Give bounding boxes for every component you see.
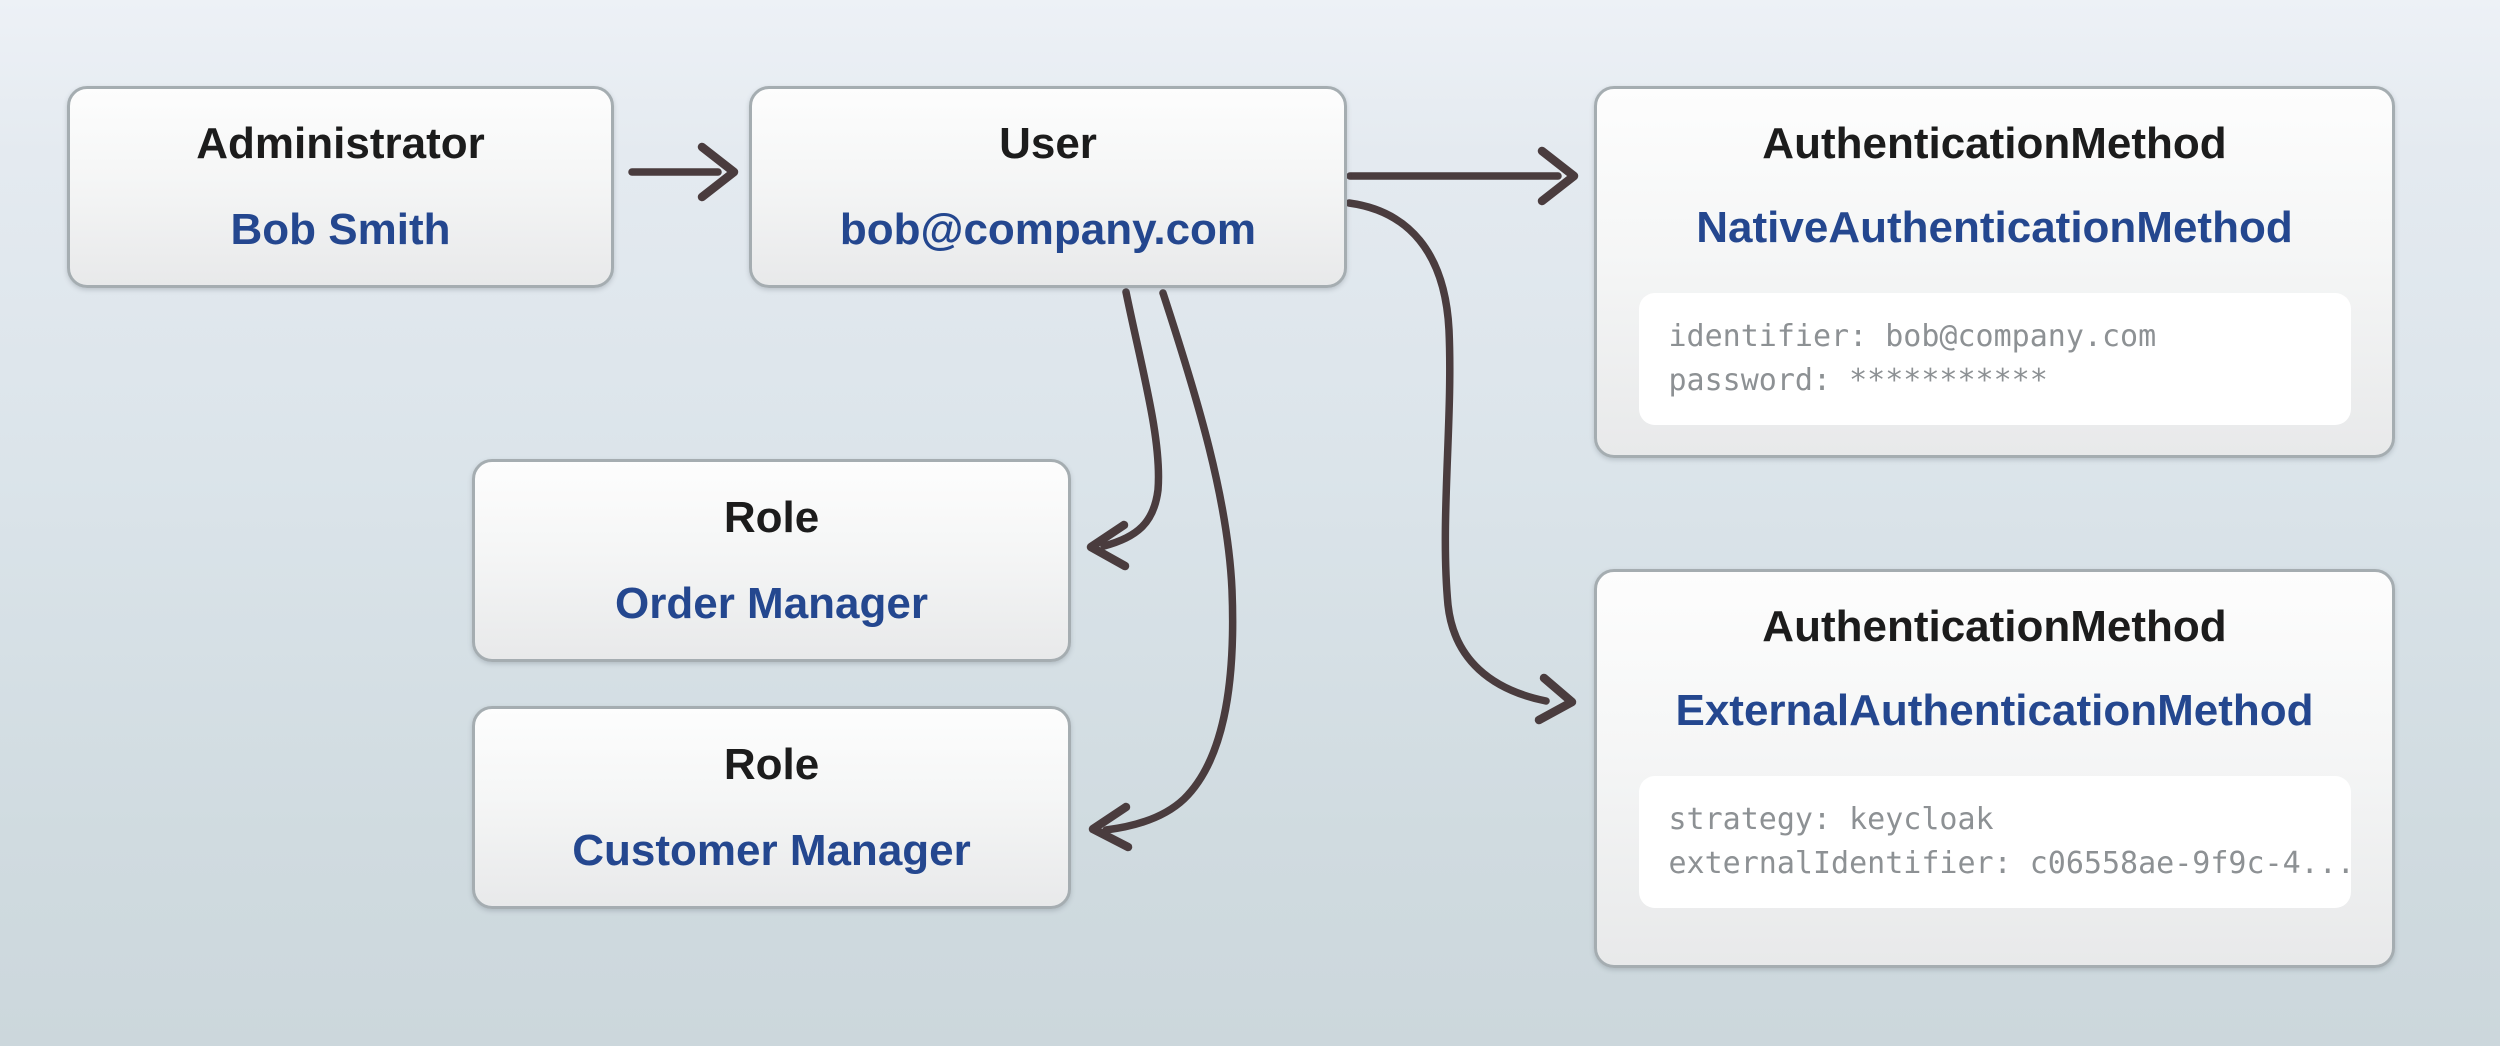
arrowhead-icon	[1086, 520, 1130, 571]
node-administrator: Administrator Bob Smith	[67, 86, 614, 288]
edge-user-to-role-order	[1086, 288, 1163, 571]
node-instance-label: bob@company.com	[839, 205, 1257, 254]
edge-user-to-role-customer	[1088, 289, 1237, 852]
edge-administrator-to-user	[628, 142, 739, 202]
arrowhead-icon	[1537, 146, 1579, 206]
node-instance-label: ExternalAuthenticationMethod	[1675, 686, 2314, 735]
node-type-label: Administrator	[196, 119, 485, 168]
arrowhead-icon	[1088, 802, 1133, 852]
node-user: User bob@company.com	[749, 86, 1347, 288]
property-password: password: ***********	[1668, 363, 2048, 398]
node-instance-label: Order Manager	[615, 578, 928, 628]
node-instance-label: Bob Smith	[230, 205, 451, 254]
node-external-authentication-method: AuthenticationMethod ExternalAuthenticat…	[1594, 569, 2395, 968]
node-type-label: AuthenticationMethod	[1762, 602, 2227, 651]
property-external-identifier: externalIdentifier: c06558ae-9f9c-4...	[1668, 846, 2355, 881]
node-type-label: AuthenticationMethod	[1762, 119, 2227, 168]
node-native-authentication-method: AuthenticationMethod NativeAuthenticatio…	[1594, 86, 2395, 458]
node-role-customer-manager: Role Customer Manager	[472, 706, 1071, 909]
arrowhead-icon	[697, 142, 739, 202]
node-type-label: Role	[723, 739, 820, 789]
node-type-label: Role	[723, 492, 820, 542]
edge-user-to-native-auth	[1346, 146, 1579, 206]
properties-panel: identifier: bob@company.com password: **…	[1638, 293, 2351, 425]
property-strategy: strategy: keycloak	[1668, 802, 1994, 837]
node-type-label: User	[999, 119, 1097, 168]
node-role-order-manager: Role Order Manager	[472, 459, 1071, 662]
node-instance-label: NativeAuthenticationMethod	[1696, 203, 2293, 252]
edge-user-to-external-auth	[1345, 199, 1577, 725]
property-identifier: identifier: bob@company.com	[1668, 319, 2157, 354]
arrowhead-icon	[1534, 673, 1577, 725]
node-instance-label: Customer Manager	[572, 825, 971, 875]
properties-panel: strategy: keycloak externalIdentifier: c…	[1638, 776, 2355, 908]
